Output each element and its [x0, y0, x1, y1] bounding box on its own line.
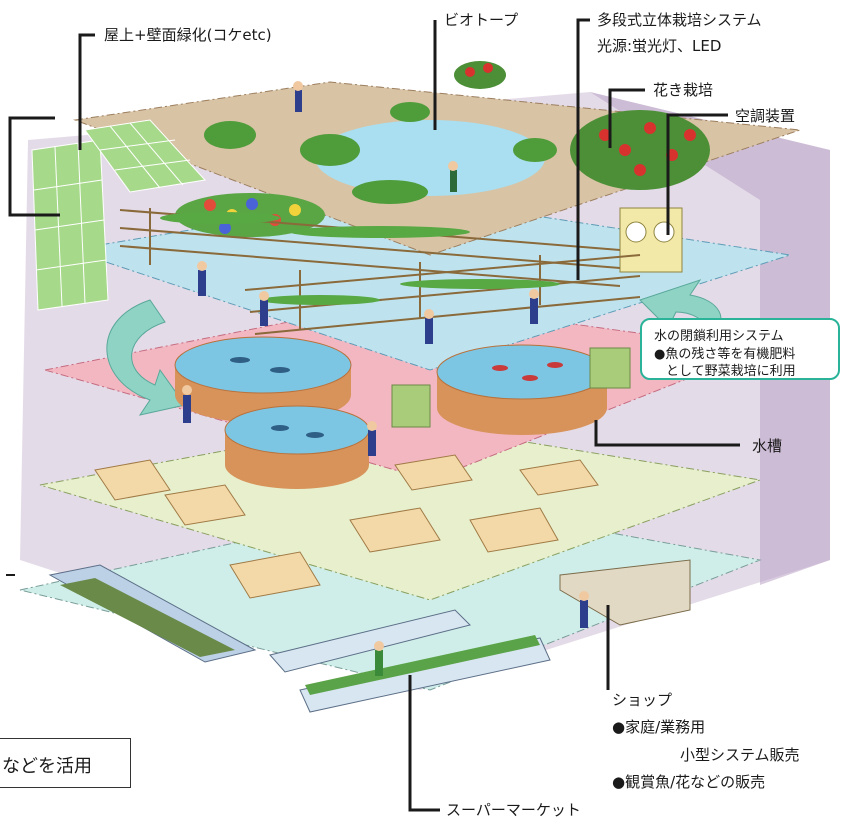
label-shop-item1: ●家庭/業務用 [612, 718, 706, 736]
pump-units [391, 347, 631, 428]
flower-bed-right [454, 61, 710, 190]
label-water-tank: 水槽 [752, 437, 783, 455]
label-biotope: ビオトープ [444, 11, 519, 29]
label-shop-item1-cont: 小型システム販売 [680, 746, 800, 764]
pond-plants [204, 102, 557, 204]
label-rooftop-green: 屋上+壁面緑化(コケetc) [104, 26, 272, 44]
label-light-source: 光源:蛍光灯、LED [597, 37, 722, 55]
moss-wall [31, 139, 109, 311]
label-air-conditioning: 空調装置 [735, 107, 796, 125]
market-counters [48, 559, 691, 713]
restaurant-tables [94, 454, 599, 599]
people [182, 81, 589, 676]
callout-line2: として野菜栽培に利用 [666, 364, 796, 379]
building-side-wall [590, 92, 830, 585]
roof-moss-tiles [84, 119, 206, 193]
label-flower-cultivation: 花き栽培 [653, 81, 714, 99]
label-supermarket: スーパーマーケット [446, 801, 581, 819]
callout-title: 水の閉鎖利用システム [654, 329, 784, 344]
fish-tank-icon [174, 336, 608, 489]
biotope-pond [315, 120, 545, 196]
note-text: などを活用 [2, 756, 92, 777]
recycle-arrow-icon [106, 299, 186, 416]
partial-note-box: などを活用 [0, 738, 131, 788]
farm-plants [160, 212, 560, 305]
leader-lines [8, 18, 740, 812]
label-vertical-farm-system: 多段式立体栽培システム [597, 11, 762, 29]
callout-line1: ●魚の残さ等を有機肥料 [654, 347, 796, 362]
label-shop-title: ショップ [612, 691, 673, 709]
label-shop-item2: ●観賞魚/花などの販売 [612, 773, 766, 791]
air-conditioner-icon [619, 207, 683, 273]
water-recycle-callout: 水の閉鎖利用システム ●魚の残さ等を有機肥料 として野菜栽培に利用 [640, 318, 840, 380]
